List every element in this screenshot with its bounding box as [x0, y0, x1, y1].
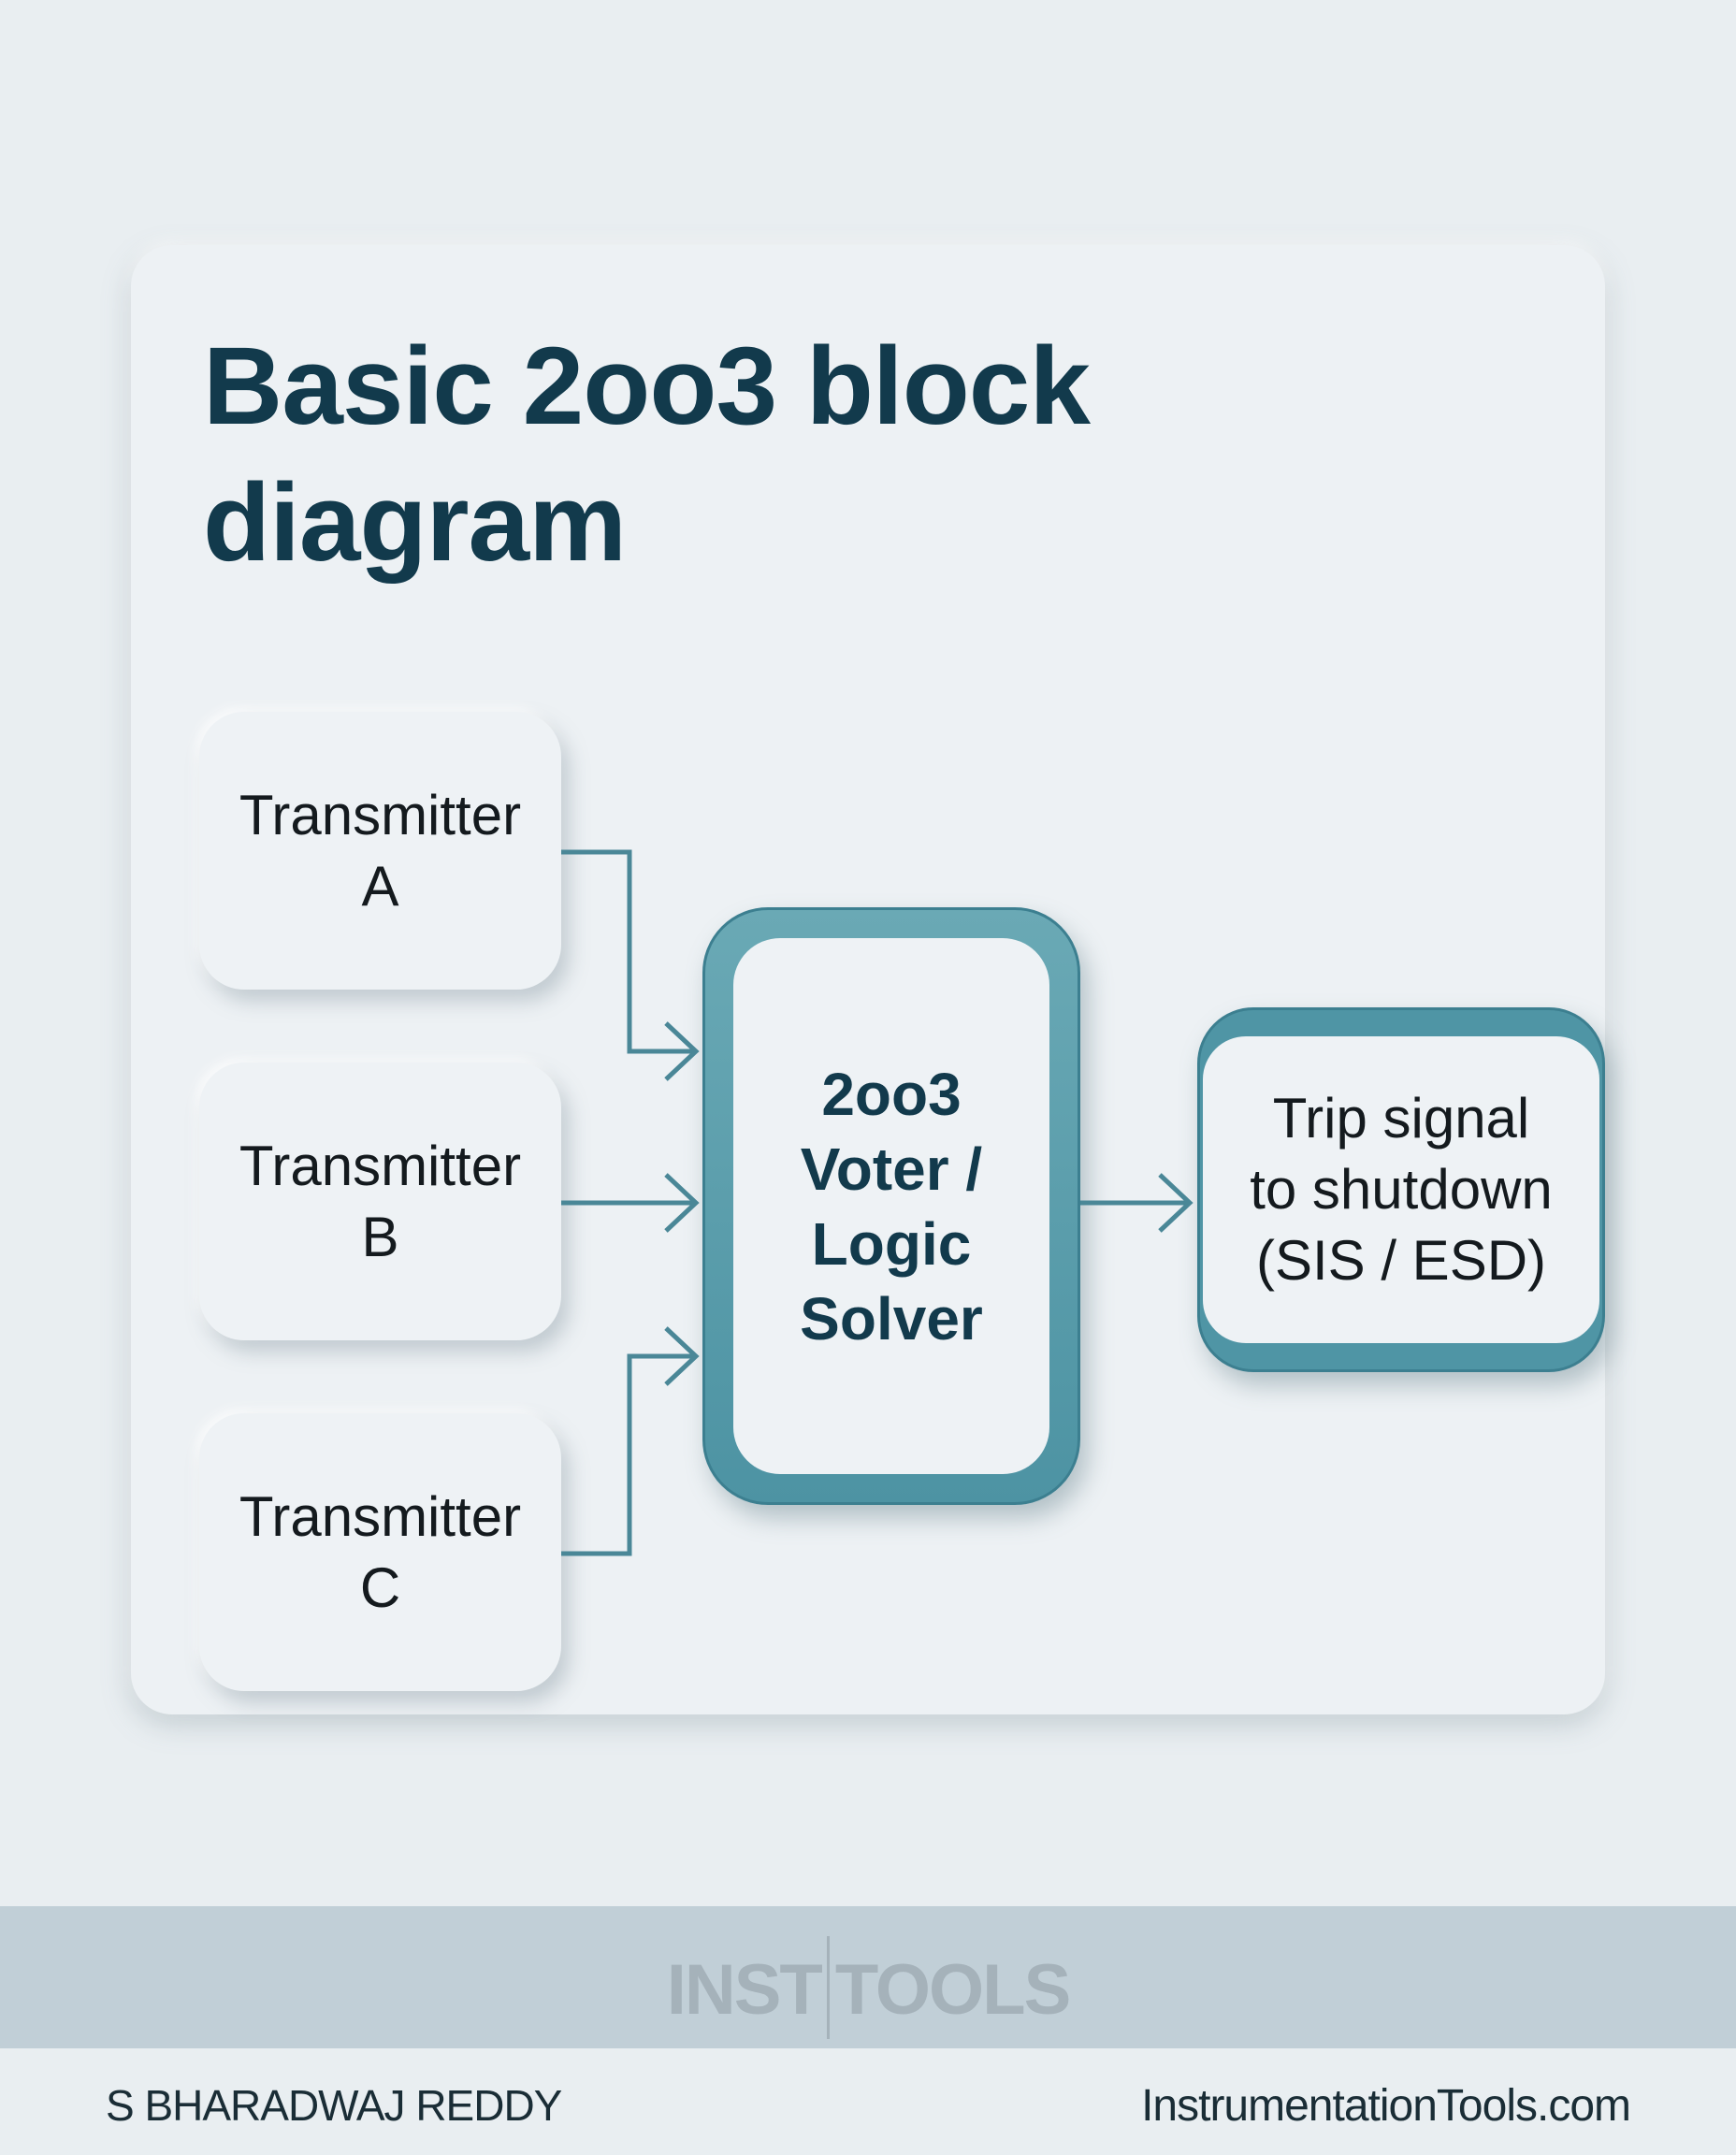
author-name: S BHARADWAJ REDDY	[106, 2081, 562, 2130]
voter-label: Solver	[800, 1284, 983, 1352]
logo-text-right: TOOLS	[834, 1950, 1071, 2031]
voter-label: Voter /	[800, 1135, 983, 1203]
trip-label: to shutdown	[1250, 1158, 1553, 1221]
voter-logic-solver-block: 2oo3 Voter / Logic Solver	[702, 907, 1080, 1505]
block-label: C	[359, 1555, 401, 1619]
trip-signal-block: Trip signal to shutdown (SIS / ESD)	[1197, 1007, 1605, 1372]
diagram-title: Basic 2oo3 block diagram	[203, 325, 1091, 585]
trip-label: (SIS / ESD)	[1255, 1229, 1547, 1292]
block-label: Transmitter	[239, 1484, 522, 1548]
footer-band	[0, 1906, 1736, 2048]
trip-label: Trip signal	[1272, 1087, 1530, 1150]
block-label: Transmitter	[239, 783, 522, 846]
block-label: A	[361, 854, 399, 918]
logo-divider	[826, 1936, 830, 2039]
logo-text-left: INST	[666, 1950, 823, 2031]
voter-label: 2oo3	[821, 1060, 962, 1128]
voter-label: Logic	[811, 1209, 972, 1278]
website-text: InstrumentationTools.com	[1141, 2081, 1631, 2131]
block-label: B	[361, 1205, 399, 1268]
block-label: Transmitter	[239, 1134, 522, 1197]
